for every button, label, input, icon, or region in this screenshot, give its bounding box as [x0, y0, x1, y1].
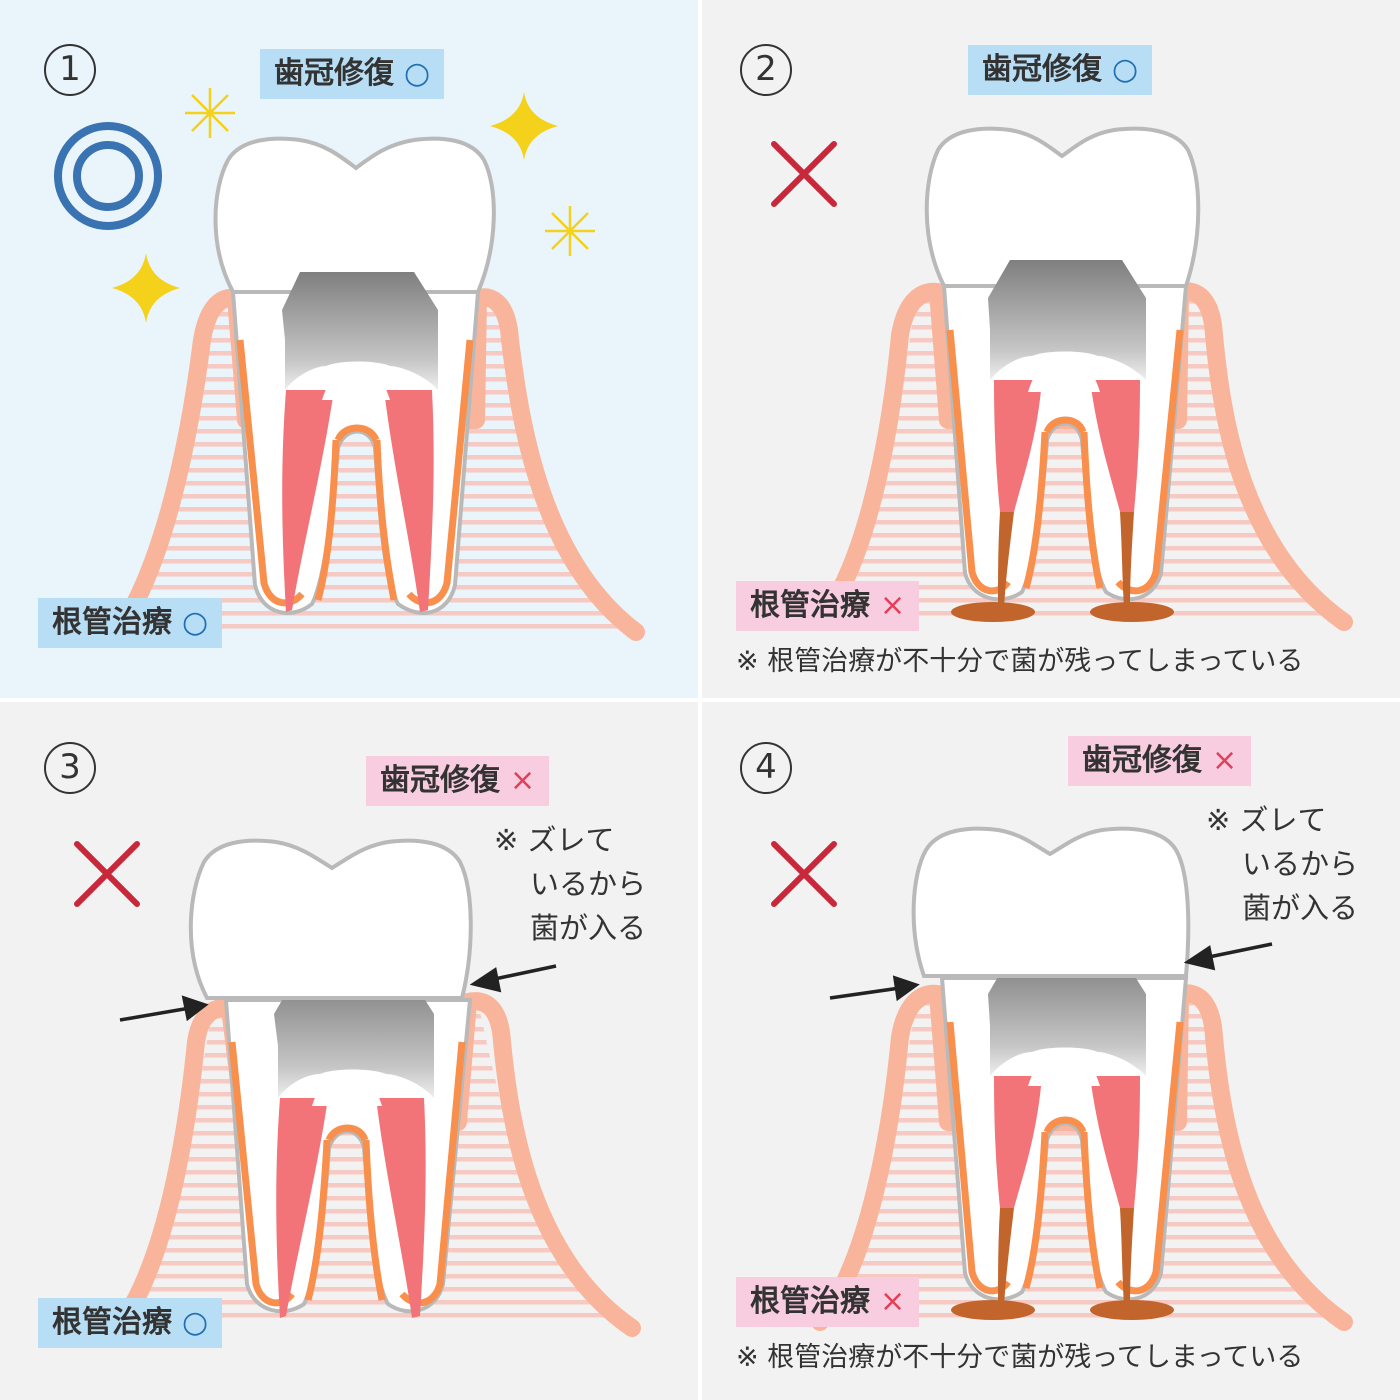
root-canal-tag: 根管治療 ○: [38, 1298, 223, 1348]
gap-note-line-1: ※ ズレて: [1206, 803, 1327, 837]
crown-label: 歯冠修復: [380, 763, 500, 798]
metal-core: [988, 956, 1146, 1076]
pulp-chamber: [1028, 358, 1100, 392]
root-filling: [282, 390, 434, 612]
caption-note: ※ 根管治療が不十分で菌が残ってしまっている: [736, 646, 1304, 677]
double-circle-icon: [54, 122, 162, 230]
gap-note: ※ ズレて いるから 菌が入る: [1206, 798, 1358, 930]
panel-3: 3 歯冠修復 × ※ ズレて いるから 菌が入る 根管治療 ○: [0, 702, 698, 1400]
gap-note-line-1: ※ ズレて: [494, 823, 615, 857]
root-label: 根管治療: [750, 1284, 870, 1319]
crown-restoration-tag: 歯冠修復 ×: [1068, 736, 1252, 786]
twinkle-icon: [185, 88, 595, 256]
sparkle-icon: [112, 92, 558, 323]
crown-label: 歯冠修復: [1082, 743, 1202, 778]
cross-icon: [74, 841, 140, 907]
step-number: 3: [44, 742, 96, 794]
step-number: 4: [740, 742, 792, 794]
panel-4: 4 歯冠修復 × ※ ズレて いるから 菌が入る 根管治療 × ※ 根管治療が不十分…: [702, 702, 1400, 1400]
crown: [924, 126, 1201, 288]
gum: [811, 984, 1353, 1331]
gap-note-line-3: 菌が入る: [530, 911, 647, 945]
bad-mark: ×: [880, 1284, 906, 1319]
remaining-bacteria: [951, 1208, 1174, 1320]
bad-mark: ×: [510, 763, 536, 798]
gap-note: ※ ズレて いるから 菌が入る: [494, 818, 646, 950]
crown-label: 歯冠修復: [274, 56, 394, 91]
pulp-chamber: [1028, 1052, 1100, 1086]
tooth-illustration: [54, 88, 645, 641]
tooth-illustration: [771, 126, 1353, 631]
root-canal-tag: 根管治療 ○: [38, 598, 223, 648]
gum: [811, 282, 1353, 631]
crown-restoration-tag: 歯冠修復 ○: [260, 49, 445, 99]
arrow-icon: [829, 942, 1273, 1002]
panel-2: 2 歯冠修復 ○ 根管治療 × ※ 根管治療が不十分で菌が残ってしまっている: [702, 0, 1400, 698]
metal-core: [274, 976, 434, 1098]
good-mark: ○: [182, 605, 209, 640]
crown-restoration-tag: 歯冠修復 ○: [968, 45, 1153, 95]
pulp-chamber: [322, 368, 390, 400]
shifted-crown: [188, 838, 473, 1000]
caption-note: ※ 根管治療が不十分で菌が残ってしまっている: [736, 1342, 1304, 1373]
root-filling: [994, 1076, 1140, 1208]
tooth-illustration: [74, 838, 641, 1337]
pulp-chamber: [312, 1072, 382, 1106]
panel-1: 1 歯冠修復 ○ 根管治療 ○: [0, 0, 698, 698]
step-number: 2: [740, 44, 792, 96]
cross-icon: [771, 141, 837, 207]
root-canal-tag: 根管治療 ×: [736, 1277, 920, 1327]
gap-note-line-2: いるから: [530, 867, 647, 901]
root-filling: [276, 1098, 426, 1318]
dentin-layer: [236, 339, 474, 607]
root-label: 根管治療: [52, 1305, 172, 1340]
remaining-bacteria: [951, 512, 1174, 622]
gap-note-line-2: いるから: [1242, 847, 1359, 881]
metal-core: [282, 272, 438, 390]
step-number: 1: [44, 44, 96, 96]
crown-restoration-tag: 歯冠修復 ×: [366, 756, 550, 806]
tooth-illustration: [771, 826, 1353, 1331]
root-filling: [994, 380, 1140, 512]
bad-mark: ×: [880, 588, 906, 623]
metal-core: [988, 260, 1146, 380]
cross-icon: [771, 841, 837, 907]
root-label: 根管治療: [52, 605, 172, 640]
good-mark: ○: [404, 56, 431, 91]
root-canal-tag: 根管治療 ×: [736, 581, 920, 631]
shifted-crown: [911, 826, 1191, 978]
gum: [109, 288, 645, 641]
good-mark: ○: [182, 1305, 209, 1340]
crown: [213, 136, 496, 294]
arrow-icon: [119, 964, 557, 1022]
gap-note-line-3: 菌が入る: [1242, 891, 1359, 925]
good-mark: ○: [1112, 52, 1139, 87]
root-label: 根管治療: [750, 588, 870, 623]
crown-label: 歯冠修復: [982, 52, 1102, 87]
bad-mark: ×: [1212, 743, 1238, 778]
